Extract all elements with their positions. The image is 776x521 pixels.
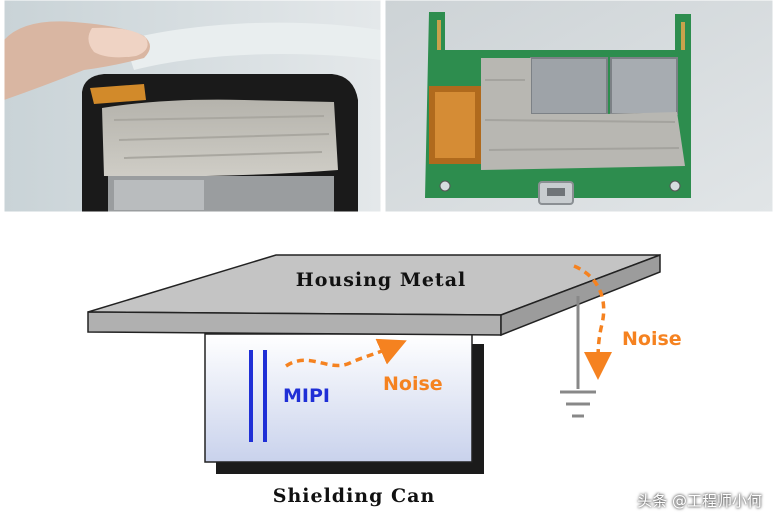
photo-pcb-shield [385,0,773,212]
noise-label-outer: Noise [622,328,682,350]
shielding-can-label: Shielding Can [273,485,436,507]
watermark: 头条 @工程师小何 [637,492,762,510]
shielding-can [204,333,473,463]
housing-metal-side [500,253,661,337]
photo-housing-tape [4,0,381,212]
housing-metal-front [87,311,502,336]
noise-label-inner: Noise [383,373,443,395]
dashed-arrow-icon [573,264,613,380]
mipi-label: MIPI [283,385,330,407]
ground-symbol-icon [560,390,596,418]
housing-metal-label: Housing Metal [296,269,467,291]
dashed-arrow-icon [285,338,407,368]
shielding-diagram: Housing Metal MIPI Noise Noise Shielding… [87,253,682,507]
